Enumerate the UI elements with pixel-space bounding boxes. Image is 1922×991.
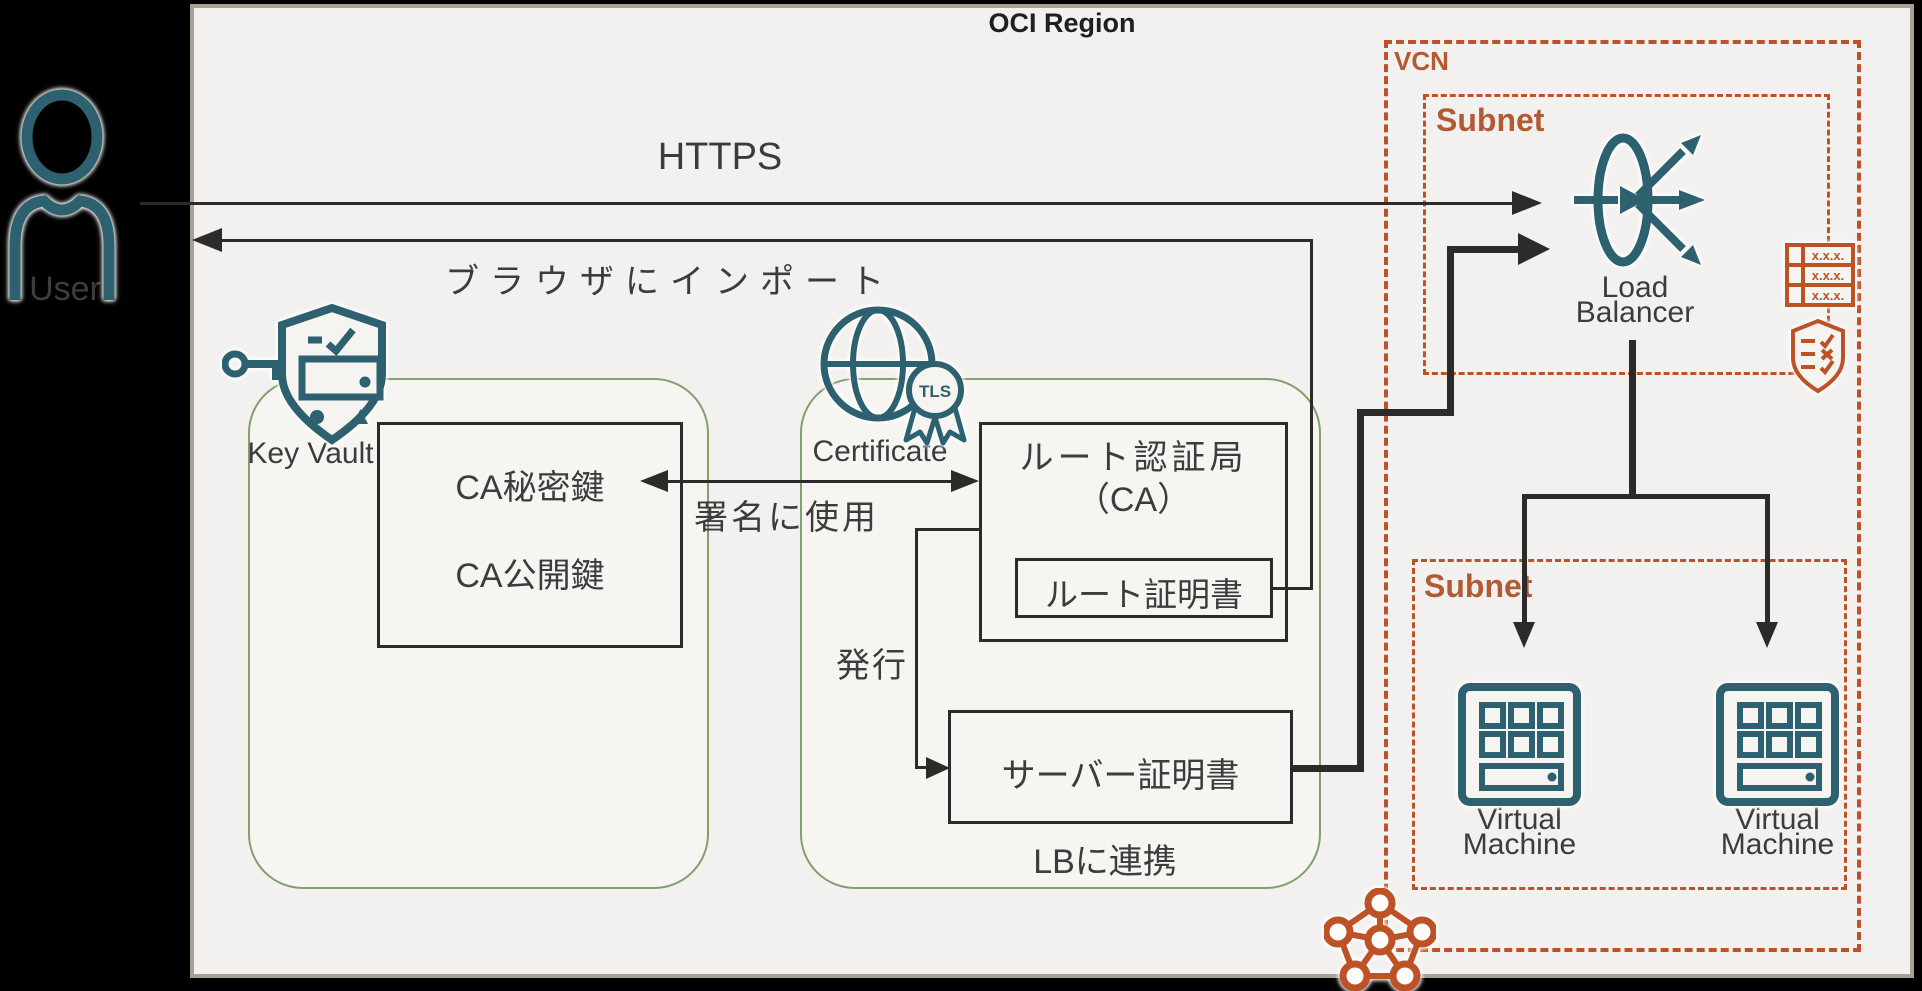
issue-arrowhead xyxy=(926,757,950,779)
browser-import-line xyxy=(220,239,1313,242)
vcn-box xyxy=(1384,40,1861,952)
key-vault-label: Key Vault xyxy=(247,437,374,470)
lb-trunk-line xyxy=(1629,340,1636,498)
sign-arrowhead-right xyxy=(951,470,979,492)
ca-public-key-text: CA公開鍵 xyxy=(455,557,605,595)
vm2-arrowhead xyxy=(1756,622,1778,648)
sign-label: 署名に使用 xyxy=(694,499,879,537)
lb-link-line-v2 xyxy=(1447,246,1454,416)
issue-line-h1 xyxy=(917,528,979,531)
vm2-icon xyxy=(1715,682,1840,807)
oci-region-title: OCI Region xyxy=(988,8,1136,38)
load-balancer-label-line2: Balancer xyxy=(1575,295,1695,329)
tls-badge-text: TLS xyxy=(919,382,951,401)
vm1-arrowhead xyxy=(1513,622,1535,648)
lb-link-arrowhead xyxy=(1518,233,1550,265)
https-line xyxy=(140,202,1514,205)
security-list-icon xyxy=(1788,318,1848,394)
vm2-label-line1: Virtual xyxy=(1735,803,1820,836)
user-label: User xyxy=(29,270,101,308)
user-icon xyxy=(4,88,126,300)
sign-line xyxy=(666,480,953,483)
vm1-drop-line xyxy=(1522,494,1527,624)
lb-fan-line xyxy=(1522,494,1770,499)
ca-private-key-text: CA秘密鍵 xyxy=(455,469,605,507)
vm1-label-line2: Machine xyxy=(1462,827,1577,861)
root-ca-title-line1: ルート認証局 xyxy=(1019,439,1248,477)
ca-keys-box xyxy=(377,422,683,648)
lb-link-line-h2 xyxy=(1357,409,1454,416)
load-balancer-icon xyxy=(1568,126,1710,271)
issue-line-h2 xyxy=(915,766,929,769)
key-vault-container xyxy=(248,378,709,889)
subnet-vm-label: Subnet xyxy=(1424,568,1533,604)
load-balancer-label-line1: Load xyxy=(1601,271,1669,304)
certificate-icon: TLS xyxy=(812,300,992,450)
key-vault-icon xyxy=(222,304,397,449)
route-row-1: x.x.x. xyxy=(1812,248,1845,263)
route-row-3: x.x.x. xyxy=(1812,288,1845,303)
subnet-lb-label: Subnet xyxy=(1436,102,1545,138)
vcn-label: VCN xyxy=(1394,46,1449,76)
vm2-label: Virtual Machine xyxy=(1710,803,1845,861)
issue-line-v xyxy=(915,528,918,769)
lb-link-line-h1 xyxy=(1293,765,1364,772)
vm1-label: Virtual Machine xyxy=(1452,803,1587,861)
lb-link-label: LBに連携 xyxy=(1033,843,1177,881)
sign-arrowhead-left xyxy=(640,470,668,492)
route-row-2: x.x.x. xyxy=(1812,268,1845,283)
server-cert-box xyxy=(948,710,1293,824)
subnet-lb-box xyxy=(1423,94,1830,375)
root-cert-stub-line xyxy=(1273,587,1313,590)
lb-link-line-h3 xyxy=(1447,246,1520,253)
vm1-icon xyxy=(1457,682,1582,807)
root-ca-title-line2: （CA） xyxy=(1075,481,1192,519)
vcn-icon xyxy=(1324,888,1436,991)
root-cert-box xyxy=(1015,558,1273,618)
server-cert-text: サーバー証明書 xyxy=(1001,757,1240,795)
browser-import-label: ブラウザにインポート xyxy=(445,263,895,301)
load-balancer-label: Load Balancer xyxy=(1565,271,1705,329)
root-cert-up-line xyxy=(1310,240,1313,589)
subnet-vm-box xyxy=(1412,559,1847,890)
root-cert-text: ルート証明書 xyxy=(1045,576,1243,613)
vm2-label-line2: Machine xyxy=(1720,827,1835,861)
root-ca-box xyxy=(979,422,1288,642)
browser-import-arrowhead xyxy=(192,228,222,252)
route-table-icon: x.x.x. x.x.x. x.x.x. xyxy=(1784,242,1856,312)
issue-label: 発行 xyxy=(836,647,908,685)
https-label: HTTPS xyxy=(657,136,783,178)
lb-link-line-v1 xyxy=(1357,409,1364,772)
https-arrowhead xyxy=(1512,191,1542,215)
vm1-label-line1: Virtual xyxy=(1477,803,1562,836)
vm2-drop-line xyxy=(1765,494,1770,624)
